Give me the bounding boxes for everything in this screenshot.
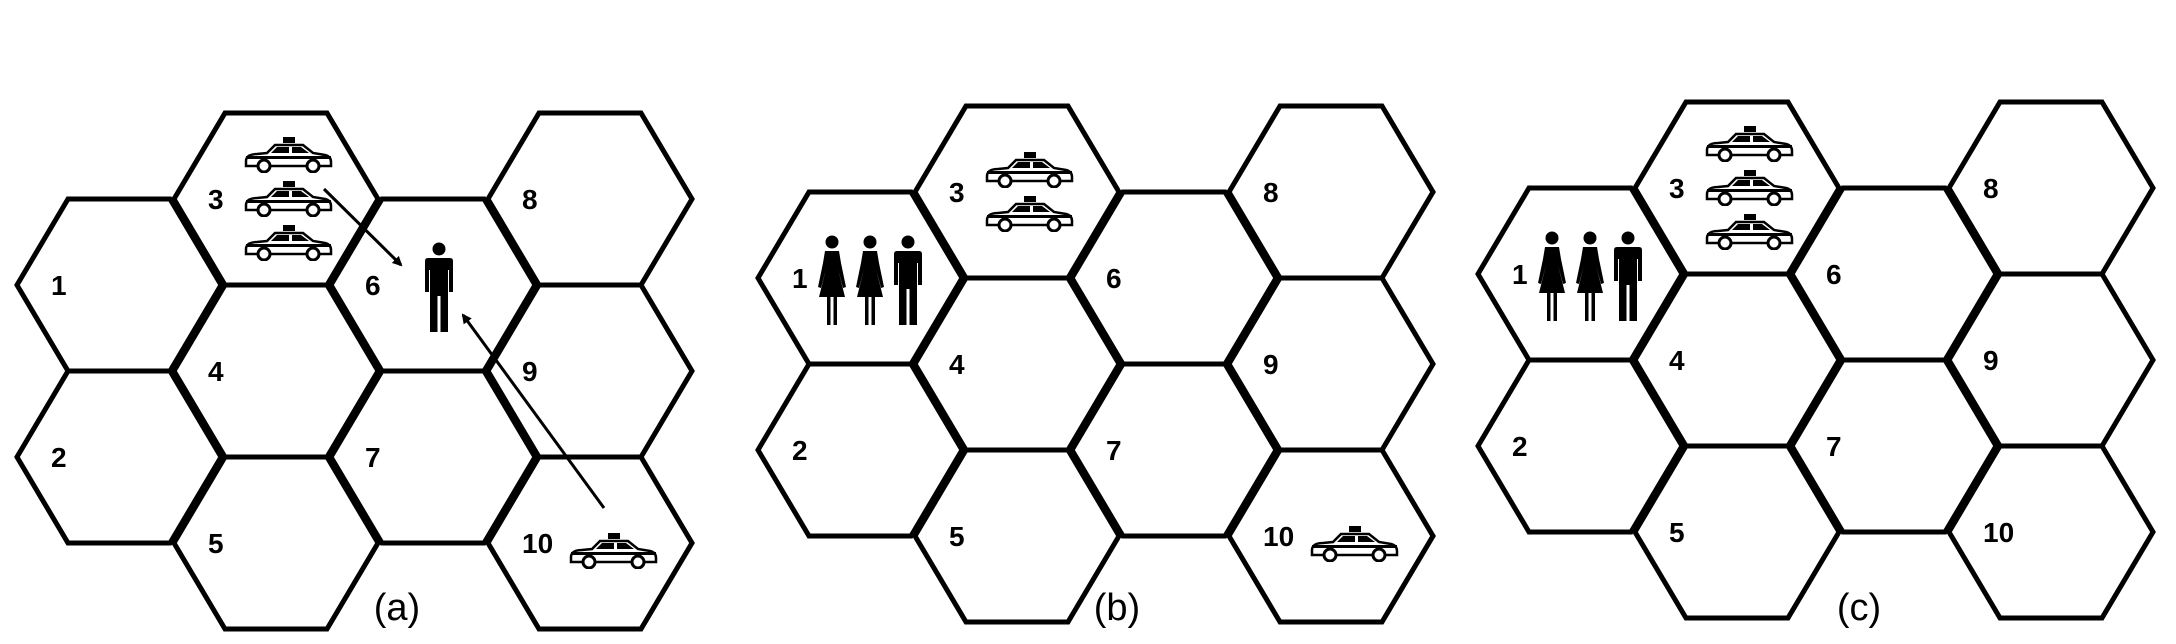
cell-number-7: 7 — [1826, 431, 1842, 462]
cell-number-10: 10 — [1983, 517, 2014, 548]
hex-cell-10 — [1226, 447, 1436, 625]
cell-number-10: 10 — [1263, 521, 1294, 552]
icon-layer: 1 2 3 4 5 6 7 8 9 10 — [1512, 126, 2014, 548]
cell-number-3: 3 — [949, 177, 965, 208]
panel-b: 1 2 3 4 5 6 7 8 9 10 (b) — [755, 103, 1436, 629]
cell-number-6: 6 — [1826, 259, 1842, 290]
cell-number-7: 7 — [365, 442, 381, 473]
cell-number-6: 6 — [1106, 263, 1122, 294]
cell-number-4: 4 — [949, 349, 965, 380]
cell-number-3: 3 — [1669, 173, 1685, 204]
panel-caption: (c) — [1837, 587, 1881, 629]
cell-number-2: 2 — [1512, 431, 1528, 462]
cell-number-2: 2 — [792, 435, 808, 466]
cell-number-5: 5 — [949, 521, 965, 552]
hex-cell-5 — [912, 447, 1122, 625]
cell-number-8: 8 — [1263, 177, 1279, 208]
hex-cell-10 — [485, 454, 695, 632]
cell-number-3: 3 — [208, 184, 224, 215]
hex-layer — [1475, 99, 2156, 621]
icon-layer: 1 2 3 4 5 6 7 8 9 10 — [51, 137, 658, 569]
hex-cell-10 — [1946, 443, 2156, 621]
hex-cell-7 — [1069, 361, 1279, 539]
panel-caption: (a) — [374, 587, 420, 629]
cell-number-8: 8 — [1983, 173, 1999, 204]
cell-number-1: 1 — [1512, 259, 1528, 290]
panel-a: 1 2 3 4 5 6 7 8 9 10 (a) — [14, 110, 695, 632]
hex-cell-2 — [1475, 357, 1685, 535]
cell-number-8: 8 — [522, 184, 538, 215]
hex-cell-2 — [14, 368, 224, 546]
cell-number-9: 9 — [1263, 349, 1279, 380]
hex-cell-5 — [171, 454, 381, 632]
cell-number-1: 1 — [792, 263, 808, 294]
icon-layer: 1 2 3 4 5 6 7 8 9 10 — [792, 152, 1399, 562]
cell-number-6: 6 — [365, 270, 381, 301]
hex-cell-5 — [1632, 443, 1842, 621]
cell-number-2: 2 — [51, 442, 67, 473]
hex-cell-7 — [1789, 357, 1999, 535]
taxi-move-arrow — [461, 313, 606, 509]
cell-number-1: 1 — [51, 270, 67, 301]
cell-number-4: 4 — [208, 356, 224, 387]
cell-number-4: 4 — [1669, 345, 1685, 376]
hex-cell-2 — [755, 361, 965, 539]
taxi-move-arrow — [322, 187, 403, 267]
cell-number-9: 9 — [522, 356, 538, 387]
panel-caption: (b) — [1094, 587, 1140, 629]
cell-number-5: 5 — [208, 528, 224, 559]
cell-number-7: 7 — [1106, 435, 1122, 466]
cell-number-9: 9 — [1983, 345, 1999, 376]
cell-number-10: 10 — [522, 528, 553, 559]
cell-number-5: 5 — [1669, 517, 1685, 548]
panel-c: 1 2 3 4 5 6 7 8 9 10 (c) — [1475, 99, 2156, 629]
hex-cell-7 — [328, 368, 538, 546]
